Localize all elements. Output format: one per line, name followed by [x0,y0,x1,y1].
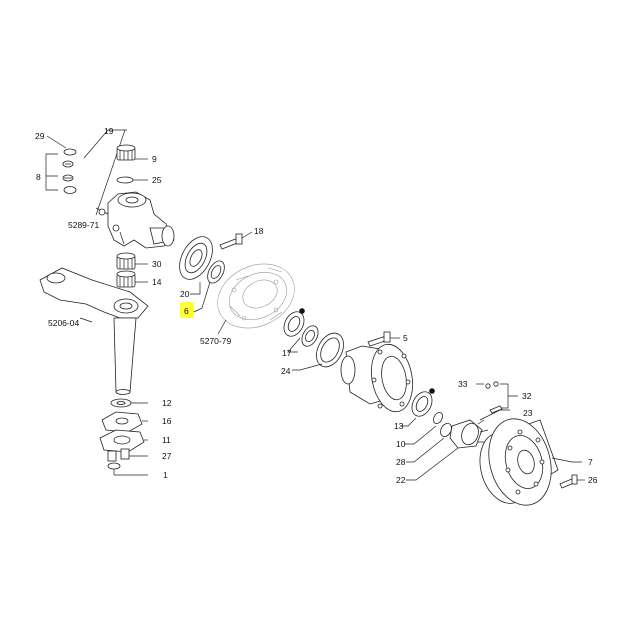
callout-5270-79: 5270-79 [200,336,231,346]
callout-17: 17 [282,348,292,358]
callout-29: 29 [35,131,45,141]
callout-6: 6 [184,306,189,316]
backing-plate-ghost [217,263,295,329]
callout-28: 28 [396,457,406,467]
callout-14: 14 [152,277,162,287]
callout-13: 13 [394,421,404,431]
callout-33: 33 [458,379,468,389]
bearing-30 [116,252,136,270]
washer-25 [116,176,134,184]
callout-9: 9 [152,154,157,164]
callout-20: 20 [180,289,190,299]
lower-stack [99,398,148,476]
callout-16: 16 [162,416,172,426]
callout-7: 7 [588,457,593,467]
callout-5289-71: 5289-71 [68,220,99,230]
callout-8: 8 [36,172,41,182]
seal-20 [179,236,213,280]
bearing-13 [411,388,435,417]
axle-arm-group [39,267,149,395]
ring-6 [207,260,225,284]
callout-1: 1 [163,470,168,480]
bleeder-parts [476,381,518,414]
callout-30: 30 [152,259,162,269]
callout-18: 18 [254,226,264,236]
callout-labels: 29 19 9 8 25 5289-71 30 14 5206-04 12 16… [35,126,598,485]
callout-22: 22 [396,475,406,485]
axle-nut-22 [449,419,489,449]
bearing-9 [116,144,136,161]
bolt-18 [219,231,253,250]
callout-27: 27 [162,451,172,461]
callout-12: 12 [162,398,172,408]
knuckle-group [45,129,175,288]
callout-19: 19 [104,126,114,136]
highlight-6 [180,302,194,318]
callout-5: 5 [403,333,408,343]
washer-10 [433,411,443,425]
hub-carrier [340,343,413,413]
steering-knuckle [95,191,175,249]
bolt-5 [367,331,391,347]
ring-24 [316,332,344,368]
nut-28 [440,422,452,438]
callout-23: 23 [523,408,533,418]
callout-5206-04: 5206-04 [48,318,79,328]
callout-24: 24 [281,366,291,376]
screw-26 [559,474,578,489]
callout-25: 25 [152,175,162,185]
callout-26: 26 [588,475,598,485]
callout-11: 11 [162,435,171,445]
brake-drum [479,418,559,506]
callout-32: 32 [522,391,532,401]
bearing-14 [116,270,136,288]
callout-10: 10 [396,439,406,449]
bearing-17 [283,308,319,347]
king-pin-seal-parts [62,148,77,194]
